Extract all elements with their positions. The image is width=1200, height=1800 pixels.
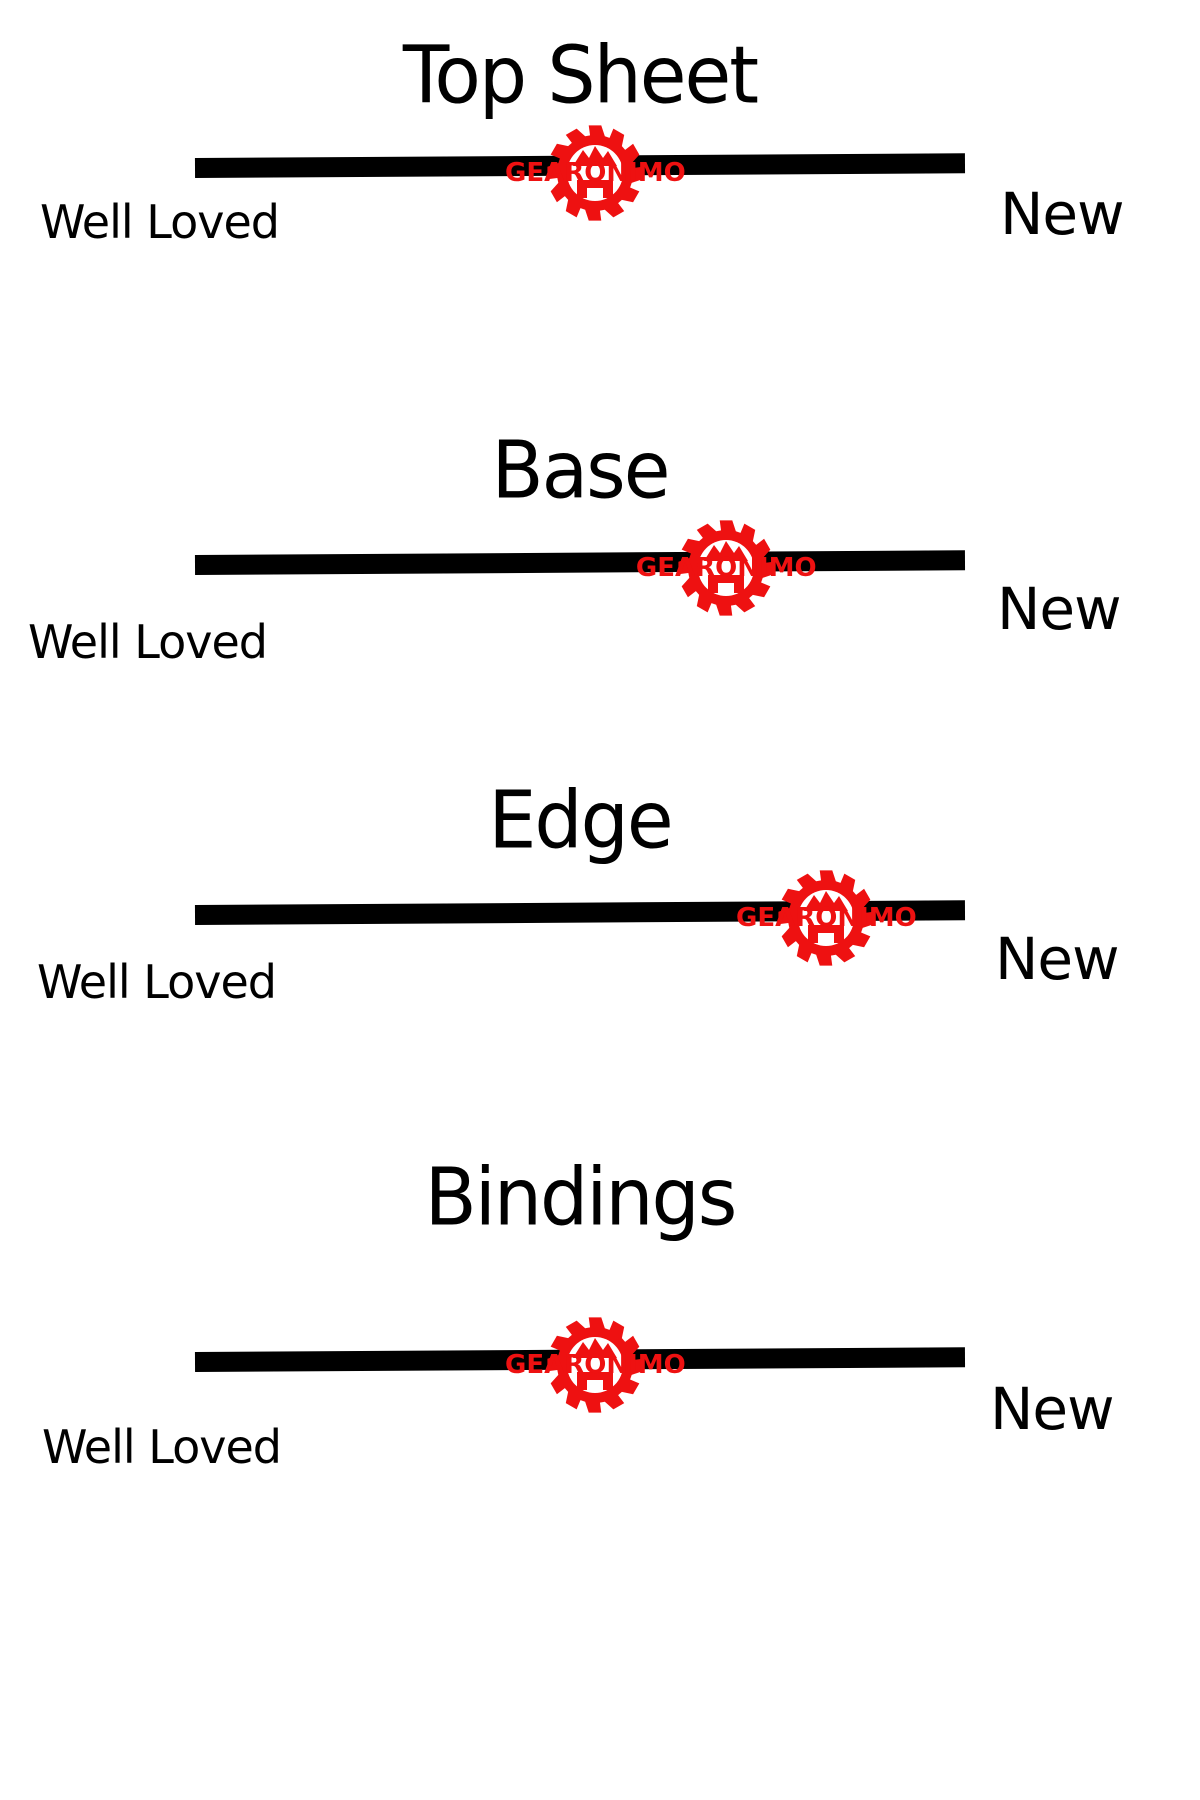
gearonimo-logo-text: GEARONIMO [635,553,817,583]
label-new: New [1000,180,1125,248]
scale-top-sheet: Top Sheet Well Loved New GEARONIMO [0,0,1200,300]
label-new: New [990,1375,1115,1443]
label-new: New [997,575,1122,643]
label-well-loved: Well Loved [37,955,277,1009]
scale-edge: Edge Well Loved New GEARONIMO [0,745,1200,1045]
label-new: New [995,925,1120,993]
scale-title: Top Sheet [402,27,759,122]
rating-marker: GEARONIMO [626,513,826,623]
scale-title: Base [491,422,670,517]
gear-mountain-icon [678,520,774,616]
scale-bindings: Bindings Well Loved New GEARONIMO [0,1110,1200,1474]
gearonimo-logo-text: GEARONIMO [505,158,686,188]
gearonimo-logo-text: GEARONIMO [736,903,917,933]
rating-marker: GEARONIMO [495,1310,695,1420]
gear-mountain-icon [547,1317,643,1413]
scale-title: Bindings [424,1149,738,1244]
gear-mountain-icon [547,125,643,221]
scale-bar [194,550,966,575]
label-well-loved: Well Loved [40,195,280,249]
scale-title: Edge [488,772,673,867]
rating-marker: GEARONIMO [726,863,926,973]
gear-mountain-icon [778,870,874,966]
scale-base: Base Well Loved New GEARONIMO [0,395,1200,695]
label-well-loved: Well Loved [28,615,268,669]
rating-marker: GEARONIMO [495,118,695,228]
label-well-loved: Well Loved [42,1420,282,1474]
gearonimo-logo-text: GEARONIMO [505,1350,686,1380]
